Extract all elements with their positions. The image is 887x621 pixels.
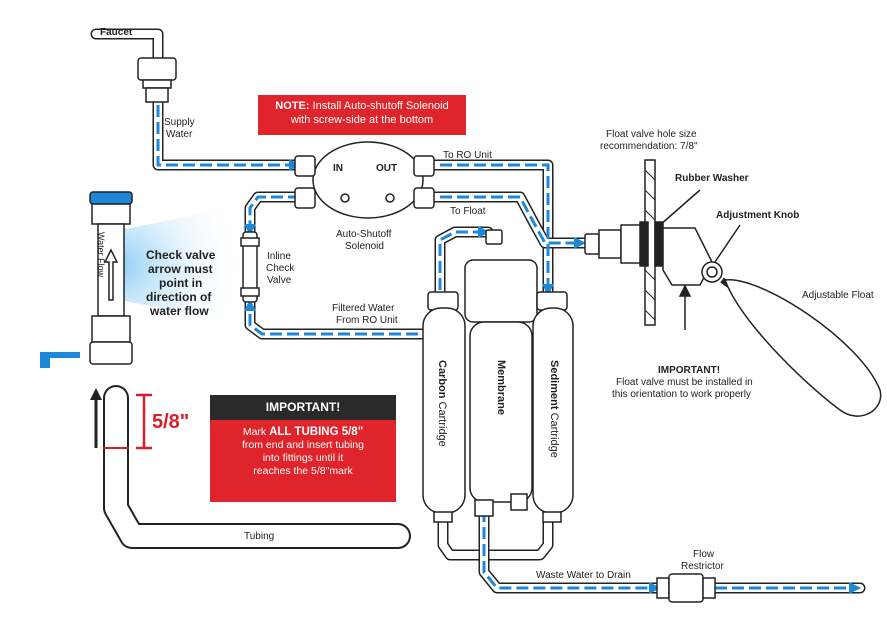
adjustment-knob-label: Adjustment Knob <box>716 210 800 221</box>
important-float-line2: this orientation to work properly <box>612 389 751 400</box>
water-flow-label: Water Flow <box>96 232 106 278</box>
solenoid-out-label: OUT <box>376 163 398 174</box>
blue-tab <box>40 352 80 368</box>
membrane-label: Membrane <box>495 360 507 416</box>
supply-water-label-1: Supply <box>164 117 195 128</box>
sediment-cartridge-label: Sediment Cartridge <box>548 360 560 458</box>
auto-shutoff-solenoid <box>294 141 435 219</box>
important-tubing-2: from end and insert tubing <box>242 439 364 451</box>
check-valve-glow <box>120 205 245 325</box>
to-ro-unit-label: To RO Unit <box>443 150 492 161</box>
solenoid-label-2: Solenoid <box>345 241 384 252</box>
carbon-rest: Cartridge <box>436 398 448 447</box>
carbon-cartridge-label: Carbon Cartridge <box>436 360 448 447</box>
tubing-label: Tubing <box>244 531 275 542</box>
inline-valve-label-2: Check <box>266 263 295 274</box>
supply-water-label-2: Water <box>166 129 193 140</box>
faucet-fitting <box>137 57 177 103</box>
filtered-water-label-1: Filtered Water <box>332 303 395 314</box>
five-eighth-marker <box>90 388 152 450</box>
five-eighth-label: 5/8" <box>152 411 190 433</box>
important-float-title: IMPORTANT! <box>658 365 721 376</box>
sediment-bold: Sediment <box>548 360 560 410</box>
important-tubing-1a: Mark <box>242 426 270 438</box>
important-tubing-1b: ALL TUBING 5/8" <box>269 426 364 438</box>
hole-size-label-1: Float valve hole size <box>606 129 697 140</box>
flow-restrictor-label-2: Restrictor <box>681 561 724 572</box>
important-tubing-head: IMPORTANT! <box>210 395 396 420</box>
sediment-rest: Cartridge <box>548 409 560 458</box>
rubber-washer-label: Rubber Washer <box>675 173 749 184</box>
solenoid-in-label: IN <box>333 163 343 174</box>
faucet-label: Faucet <box>100 27 133 38</box>
float-valve-assembly <box>584 159 882 417</box>
flow-restrictor <box>656 573 716 603</box>
check-valve-illustration <box>89 191 133 365</box>
waste-water-label: Waste Water to Drain <box>536 570 631 581</box>
important-tubing-4: reaches the 5/8"mark <box>253 465 353 477</box>
important-tubing-box: IMPORTANT! Mark ALL TUBING 5/8" from end… <box>210 395 396 502</box>
filtered-water-label-2: From RO Unit <box>336 315 398 326</box>
solenoid-label-1: Auto-Shutoff <box>336 229 392 240</box>
check-valve-callout-5: water flow <box>150 304 209 318</box>
note-rest: Install Auto-shutoff Solenoid <box>309 100 449 112</box>
important-float-line1: Float valve must be installed in <box>616 377 753 388</box>
check-valve-callout-1: Check valve <box>146 248 216 262</box>
to-float-label: To Float <box>450 206 486 217</box>
note-line2: with screw-side at the bottom <box>290 114 434 126</box>
hole-size-label-2: recommendation: 7/8" <box>600 141 698 152</box>
cartridges <box>422 229 574 523</box>
note-solenoid: NOTE: Install Auto-shutoff Solenoid with… <box>258 95 466 135</box>
important-tubing-3: into fittings until it <box>262 452 344 464</box>
important-tubing-body: Mark ALL TUBING 5/8" from end and insert… <box>210 420 396 502</box>
inline-valve-label-3: Valve <box>267 275 292 286</box>
check-valve-callout-2: arrow must <box>148 262 213 276</box>
carbon-bold: Carbon <box>436 360 448 399</box>
adjustable-float-label: Adjustable Float <box>802 290 874 301</box>
check-valve-callout-4: direction of <box>146 290 212 304</box>
inline-valve-label-1: Inline <box>267 251 291 262</box>
check-valve-callout-3: point in <box>159 276 203 290</box>
callout-lines <box>659 189 741 330</box>
flow-restrictor-label-1: Flow <box>693 549 715 560</box>
inline-check-valve <box>240 231 260 303</box>
note-key: NOTE: <box>275 100 310 112</box>
